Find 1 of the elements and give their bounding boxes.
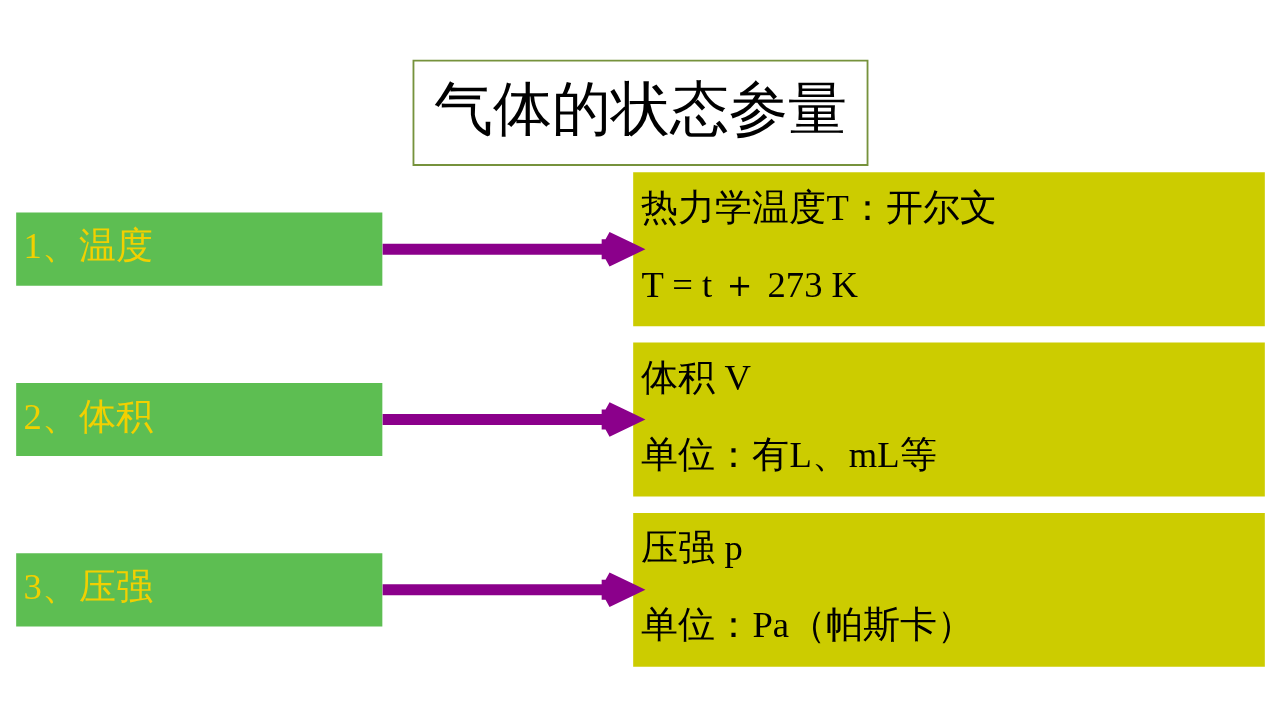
diagram-title: 气体的状态参量	[433, 75, 847, 141]
